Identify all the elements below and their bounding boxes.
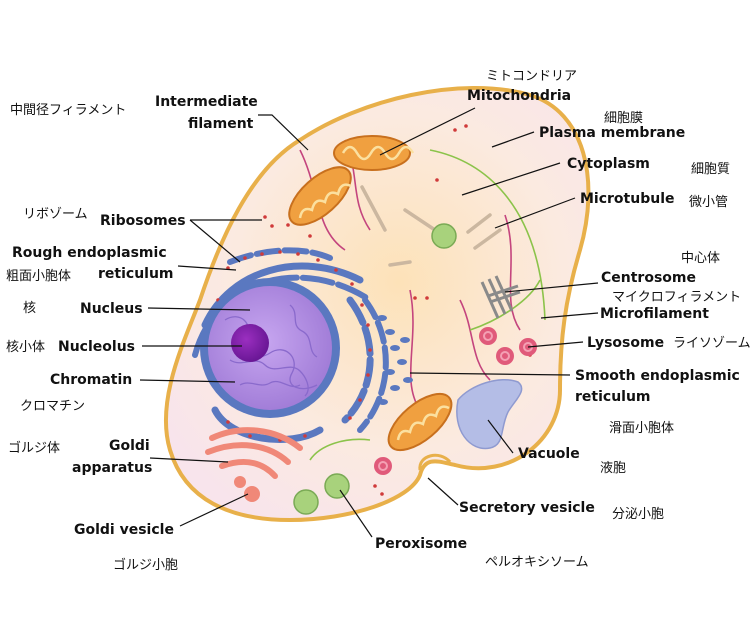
jp-plasma-membrane: 細胞膜 [604,111,643,126]
label-vacuole: Vacuole [518,446,580,462]
label-intermediate-filament-1: Intermediate [155,94,258,110]
nucleolus [231,324,269,362]
mitochondrion-lower [387,392,453,452]
golgi-vesicles [234,476,260,502]
jp-lysosome: ライソゾーム [673,336,751,351]
golgi-apparatus [205,427,303,479]
jp-goldi-apparatus: ゴルジ体 [8,440,60,456]
jp-smooth-er: 滑面小胞体 [609,421,674,436]
smooth-er [377,315,413,405]
label-smooth-er-1: Smooth endoplasmic [575,368,740,384]
label-goldi-apparatus-1: Goldi [109,438,150,454]
japanese-labels: 中間径フィラメント ミトコンドリア 細胞膜 細胞質 微小管 リボゾーム 粗面小胞… [6,69,751,573]
label-ribosomes: Ribosomes [100,213,186,229]
peroxisomes [293,223,457,515]
label-rough-er-1: Rough endoplasmic [12,245,167,261]
jp-secretory-vesicle: 分泌小胞 [612,507,664,522]
jp-mitochondria: ミトコンドリア [486,69,577,84]
secretory-vesicle [418,453,452,471]
vacuole [456,378,523,450]
jp-nucleus: 核 [23,301,36,316]
jp-nucleolus: 核小体 [6,340,45,355]
jp-vacuole: 液胞 [600,461,626,476]
jp-microfilament: マイクロフィラメント [612,290,741,305]
english-labels: Intermediate filament Mitochondria Plasm… [12,88,740,552]
leader-lines [139,107,599,538]
label-smooth-er-2: reticulum [575,389,651,405]
label-microtubule: Microtubule [580,191,675,207]
jp-goldi-vesicle: ゴルジ小胞 [113,557,178,573]
label-lysosome: Lysosome [587,335,664,351]
mitochondrion-left [288,166,352,226]
jp-microtubule: 微小管 [689,195,728,210]
label-peroxisome: Peroxisome [375,536,467,552]
label-plasma-membrane: Plasma membrane [539,125,685,141]
label-intermediate-filament-2: filament [188,116,254,132]
ribosome-dots [208,124,532,496]
label-mitochondria: Mitochondria [467,88,571,104]
label-secretory-vesicle: Secretory vesicle [459,500,595,516]
label-nucleus: Nucleus [80,301,143,317]
jp-centrosome: 中心体 [681,251,720,266]
label-cytoplasm: Cytoplasm [567,156,650,172]
label-chromatin: Chromatin [50,372,132,388]
label-microfilament: Microfilament [600,306,709,322]
mitochondrion-upper [333,135,415,171]
centrosome [480,275,521,319]
label-nucleolus: Nucleolus [58,339,135,355]
label-goldi-vesicle: Goldi vesicle [74,522,174,538]
nucleus-inner [208,286,332,410]
label-centrosome: Centrosome [601,270,696,286]
jp-chromatin: クロマチン [20,399,85,414]
jp-cytoplasm: 細胞質 [691,162,730,177]
lysosomes [374,327,537,475]
jp-intermediate-filament: 中間径フィラメント [10,103,126,118]
jp-peroxisome: ペルオキシソーム [485,555,589,570]
jp-ribosomes: リボゾーム [23,207,88,222]
jp-rough-er: 粗面小胞体 [6,269,71,284]
label-goldi-apparatus-2: apparatus [72,460,152,476]
label-rough-er-2: reticulum [98,266,174,282]
